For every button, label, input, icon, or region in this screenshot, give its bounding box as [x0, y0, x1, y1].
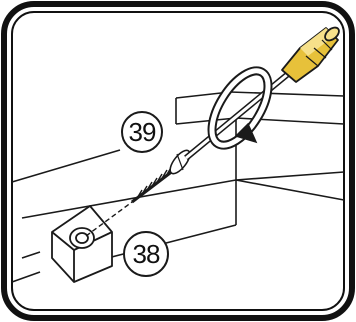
callout-39-label: 39: [129, 117, 156, 147]
callout-38-label: 38: [133, 239, 160, 269]
callout-38: 38: [124, 232, 168, 276]
callout-39: 39: [122, 112, 162, 152]
